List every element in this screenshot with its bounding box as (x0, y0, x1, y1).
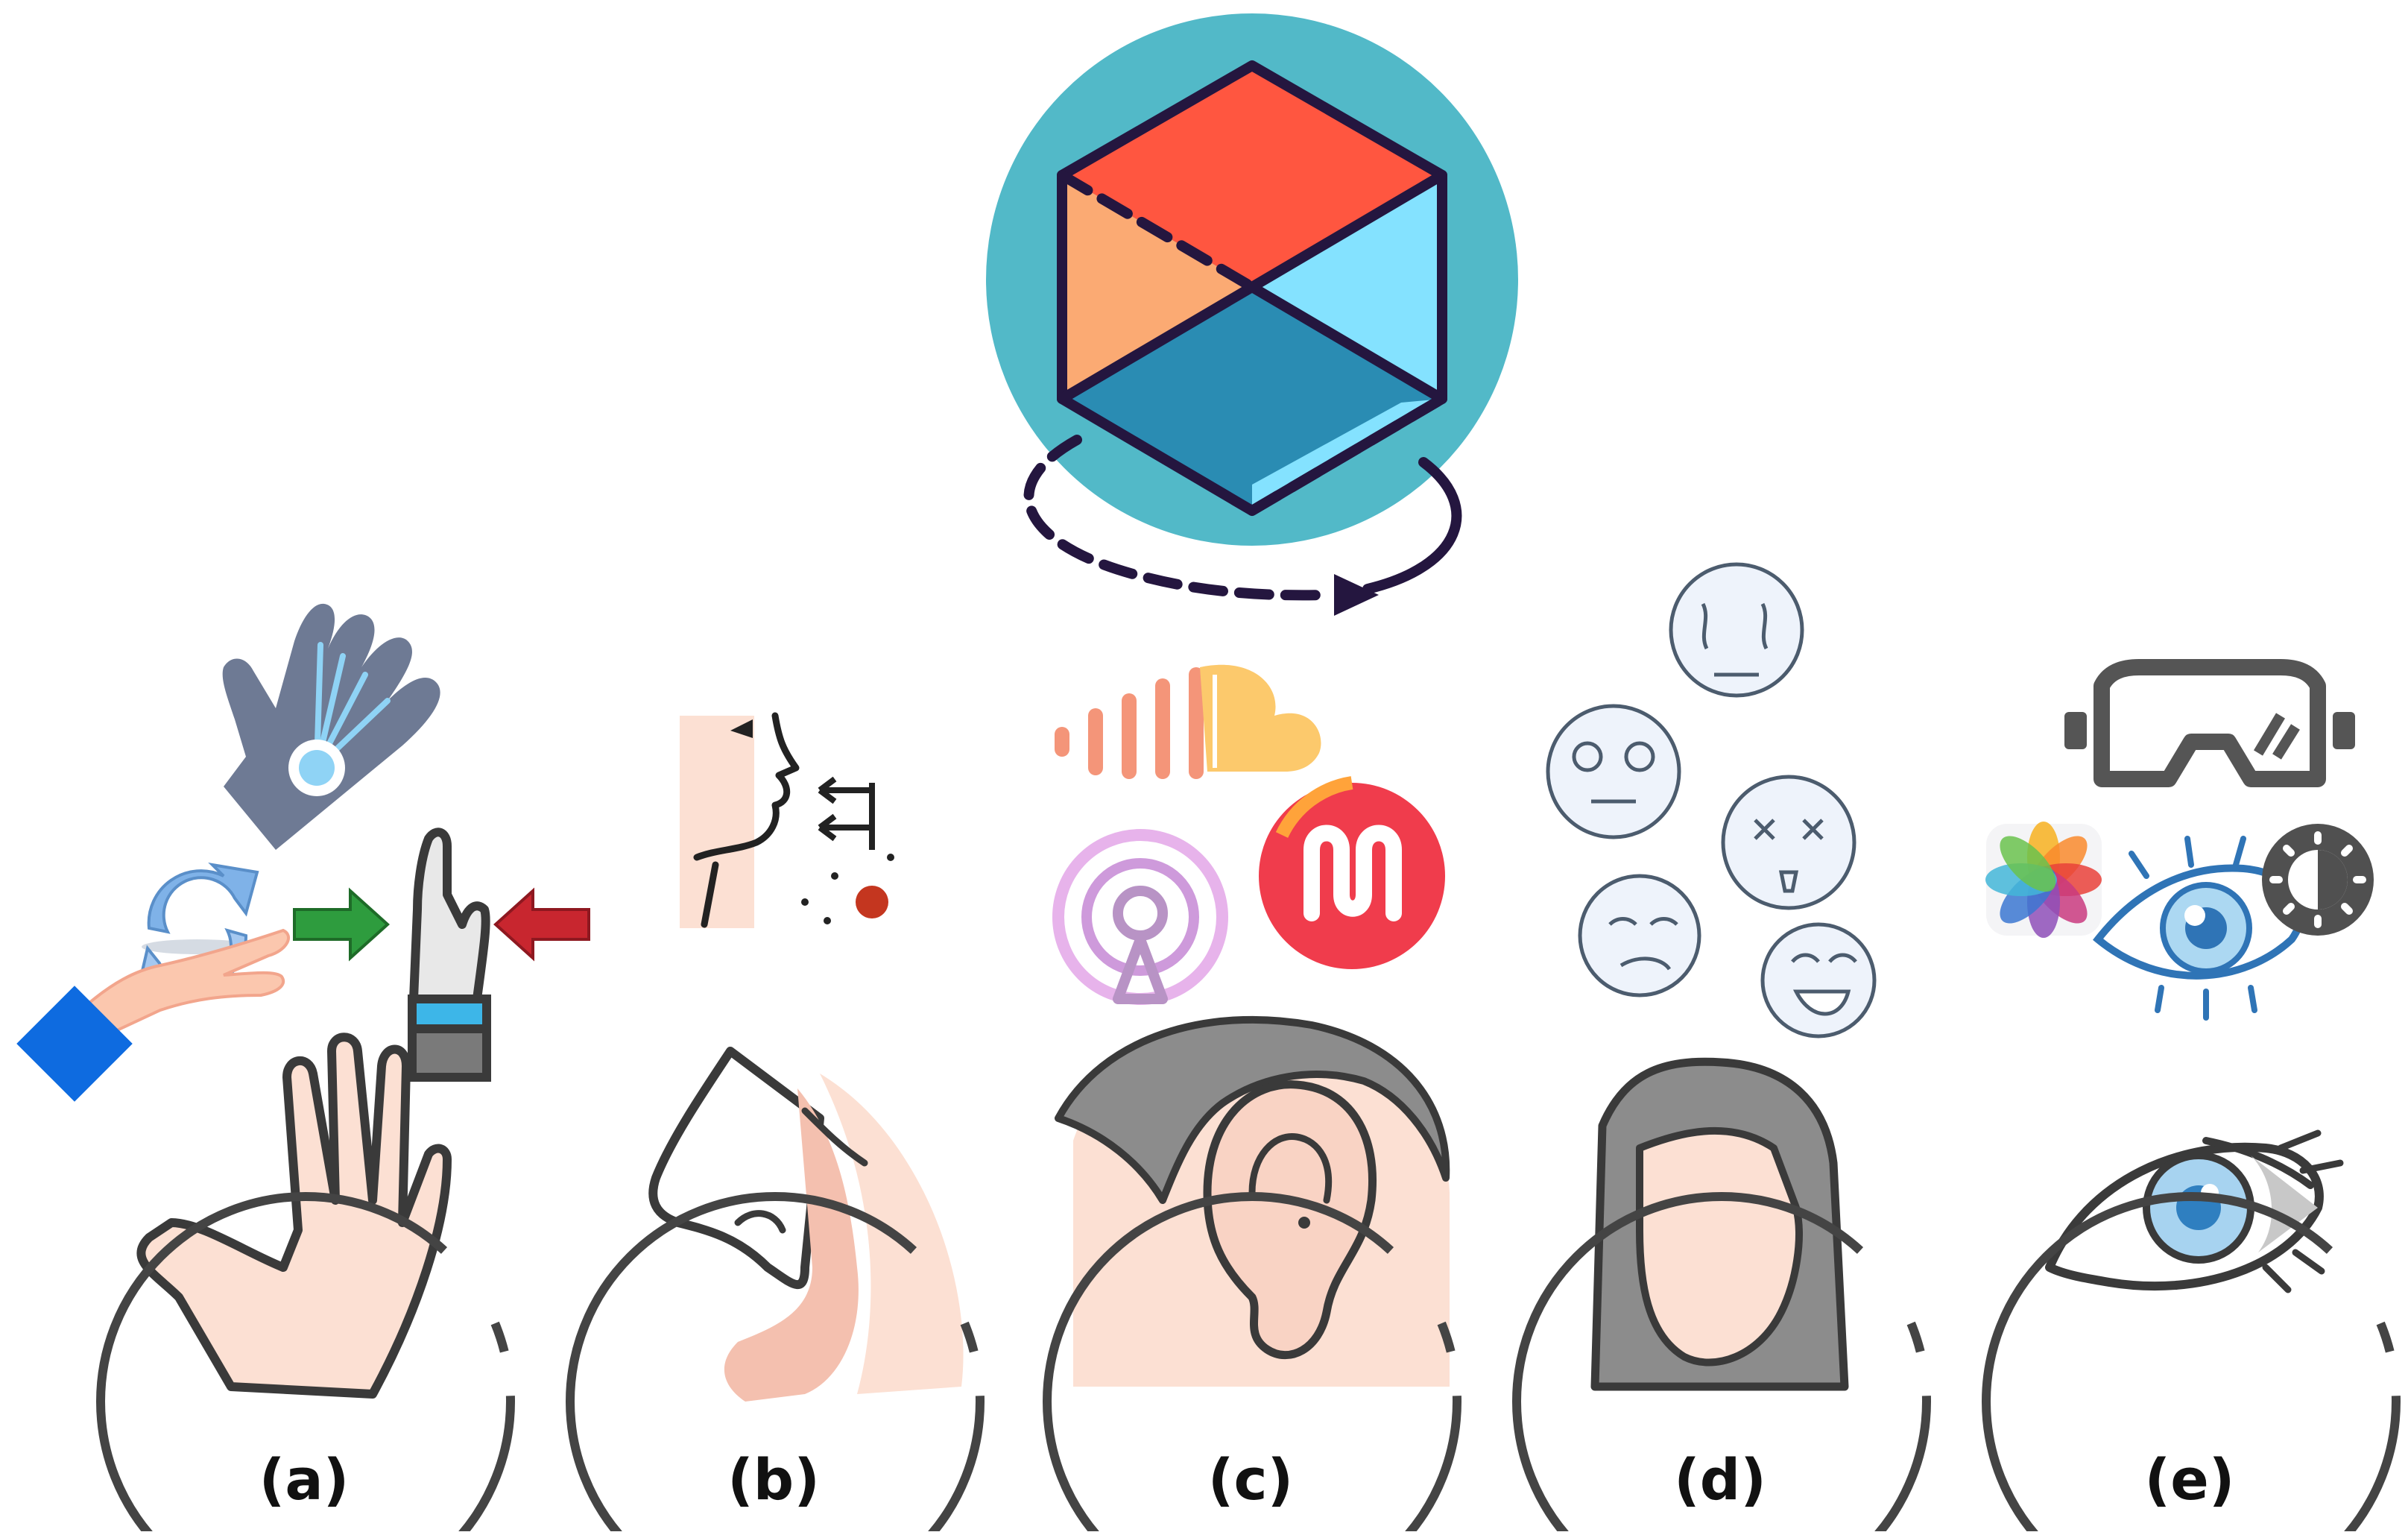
vr-headset-icon (2064, 659, 2355, 787)
photos-icon (1985, 822, 2102, 938)
panel-d (1512, 562, 1931, 1535)
label-b: (b) (727, 1446, 820, 1513)
laughing-face-icon (1760, 922, 1877, 1038)
squeeze-arrows-icon (293, 887, 590, 962)
haptic-glove-icon (222, 603, 440, 850)
podcast-icon (1052, 829, 1228, 1005)
label-e: (e) (2144, 1446, 2235, 1513)
face-profile-smell-icon (680, 712, 894, 928)
panel-a (16, 603, 590, 1535)
label-a: (a) (259, 1446, 350, 1513)
sad-face-icon (1578, 874, 1701, 997)
panel-b (566, 712, 985, 1535)
panel-e (1982, 659, 2401, 1535)
rotating-3d-cube-icon (986, 13, 1518, 616)
brightness-icon (2262, 824, 2374, 936)
label-c: (c) (1207, 1446, 1294, 1513)
woman-face-icon (1512, 1057, 1931, 1535)
palm-hand-icon (96, 1033, 515, 1535)
nose-icon (566, 1047, 985, 1535)
crying-face-icon (1669, 562, 1804, 698)
wrist-band-icon (408, 828, 491, 1082)
eye-closeup-icon (1982, 1129, 2401, 1535)
panel-c (1043, 664, 1461, 1535)
soundcloud-icon (1055, 664, 1321, 779)
neutral-face-icon (1546, 704, 1681, 839)
dizzy-face-icon (1721, 775, 1856, 910)
open-hand-icon (16, 928, 291, 1102)
musically-icon (1259, 776, 1445, 969)
ear-icon (1043, 1015, 1461, 1535)
label-d: (d) (1674, 1446, 1766, 1513)
